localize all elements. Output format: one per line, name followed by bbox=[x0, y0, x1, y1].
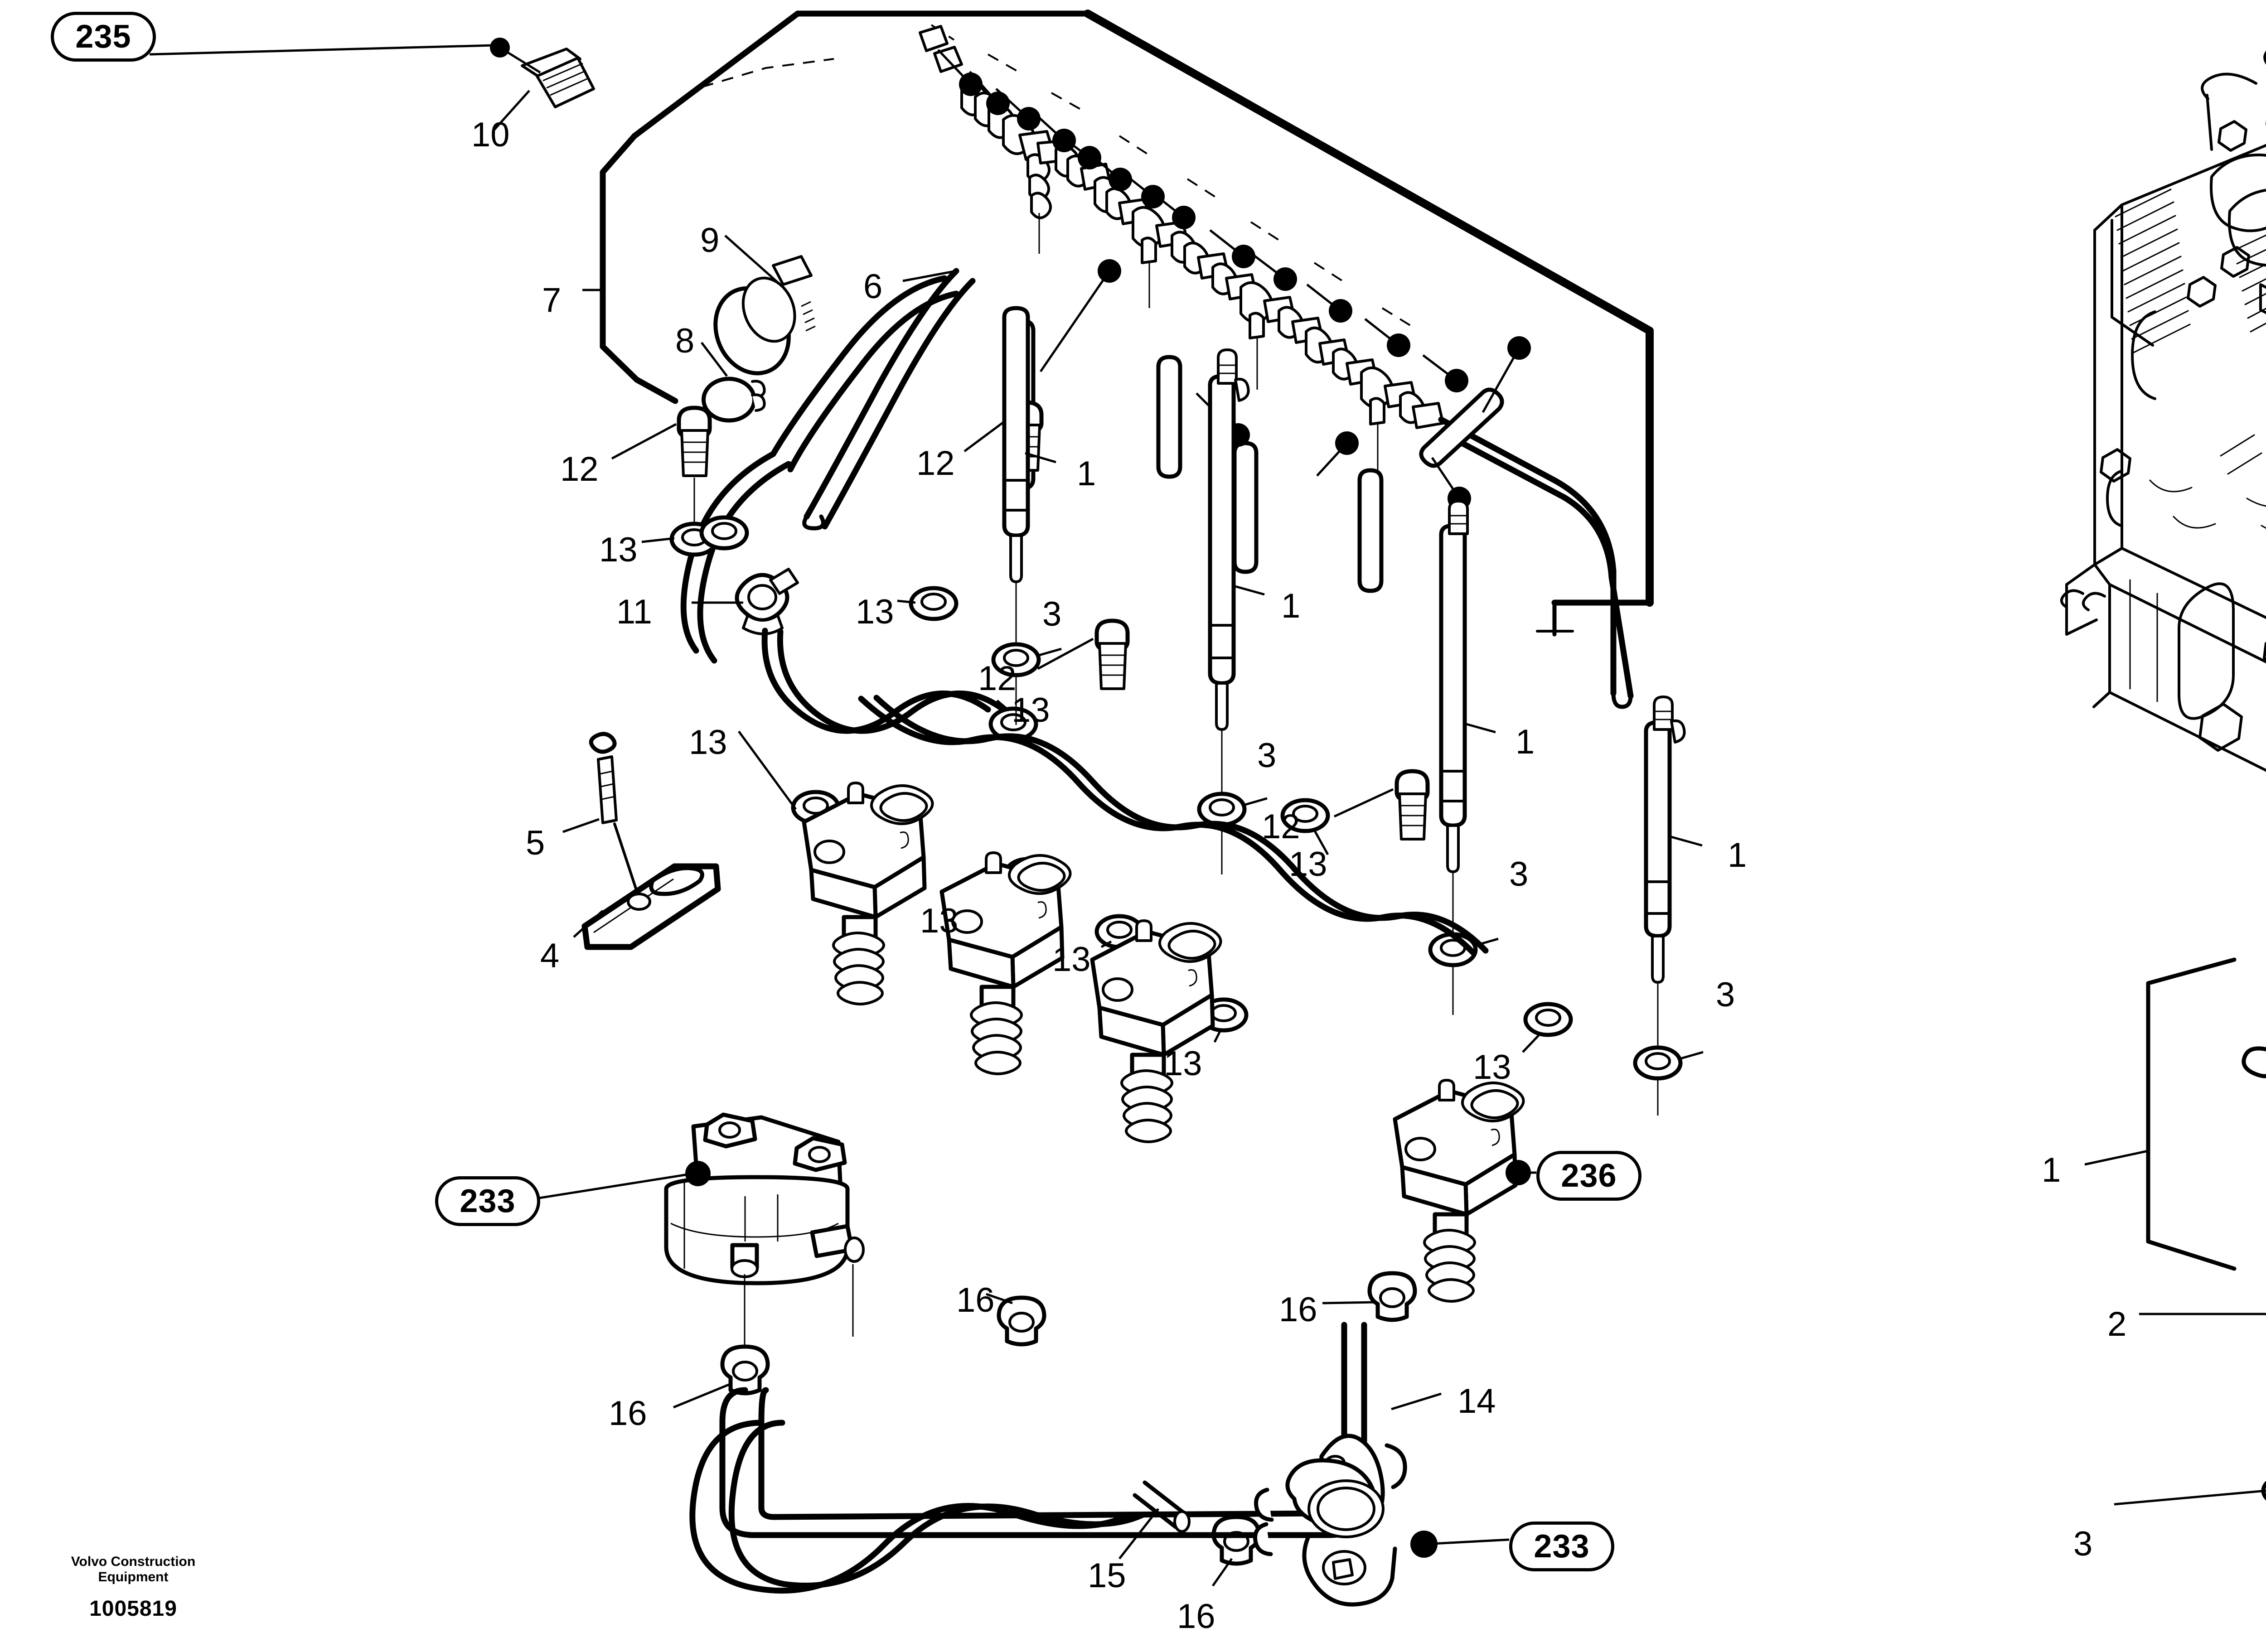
item-label-7: 7 bbox=[542, 281, 562, 319]
engine-illustration bbox=[2060, 51, 2266, 772]
detail-label-3: 3 bbox=[2073, 1525, 2093, 1563]
callout-233-pump-label: 233 bbox=[1534, 1528, 1590, 1565]
fuel-feed-pipe bbox=[858, 695, 1489, 956]
detail-label-2: 2 bbox=[2107, 1305, 2127, 1343]
item-label-1-b: 1 bbox=[1281, 587, 1301, 625]
item-label-13-h: 13 bbox=[1164, 1044, 1202, 1083]
item-label-13-d: 13 bbox=[1289, 845, 1327, 884]
callout-233-pump[interactable]: 233 bbox=[1509, 1522, 1614, 1571]
brand-line-1: Volvo Construction bbox=[71, 1554, 196, 1569]
item-label-13-b: 13 bbox=[856, 593, 894, 631]
hose-clamp-16-c bbox=[1322, 1271, 1417, 1322]
clamp-4-bolt-5 bbox=[562, 732, 721, 950]
item-label-13-e: 13 bbox=[689, 723, 727, 762]
banjo-fitting-11 bbox=[692, 568, 1007, 734]
item-label-11: 11 bbox=[616, 593, 652, 631]
injector-1-b bbox=[1208, 348, 1265, 793]
injector-1-a bbox=[1002, 306, 1056, 643]
leakoff-bracket-outline bbox=[582, 10, 1654, 637]
item-label-3-c: 3 bbox=[1509, 855, 1529, 894]
item-label-16-b: 16 bbox=[1279, 1290, 1317, 1329]
injection-pump-a bbox=[802, 782, 934, 1005]
callout-236-label: 236 bbox=[1561, 1158, 1617, 1194]
washer-3-b bbox=[1197, 792, 1268, 874]
item-label-13-a: 13 bbox=[599, 531, 638, 569]
fuel-filter-head-233 bbox=[539, 1112, 865, 1355]
item-label-13-c: 13 bbox=[1012, 691, 1050, 729]
item-label-6: 6 bbox=[863, 267, 883, 306]
injection-pump-b bbox=[939, 851, 1072, 1075]
banjo-bolt-12-a bbox=[611, 406, 712, 530]
item-label-13-g: 13 bbox=[1052, 940, 1091, 979]
hose-clamp-16-b bbox=[986, 1293, 1046, 1347]
item-label-16-c: 16 bbox=[609, 1394, 647, 1433]
washer-3-a bbox=[991, 642, 1062, 725]
callout-236[interactable]: 236 bbox=[1536, 1151, 1641, 1201]
washer-3-d bbox=[1633, 1045, 1704, 1116]
item-label-1-a: 1 bbox=[1077, 454, 1096, 493]
item-label-5: 5 bbox=[526, 824, 545, 862]
fuel-hose-15 bbox=[689, 1420, 1159, 1594]
item-label-14: 14 bbox=[1457, 1382, 1496, 1420]
hose-clamp-16-d bbox=[1211, 1515, 1261, 1587]
injection-pump-c bbox=[1090, 919, 1222, 1143]
item-label-9: 9 bbox=[700, 221, 720, 260]
clamp-8 bbox=[701, 342, 766, 423]
item-label-13-f: 13 bbox=[920, 902, 959, 940]
hose-clamp-16-a bbox=[673, 1344, 770, 1409]
callout-235-label: 235 bbox=[75, 19, 131, 55]
item-label-12-d: 12 bbox=[1262, 807, 1300, 846]
injector-detail-exploded bbox=[2084, 957, 2266, 1506]
banjo-bolt-12-d bbox=[1333, 769, 1430, 840]
injector-1-c bbox=[1439, 500, 1496, 933]
item-label-16-a: 16 bbox=[956, 1281, 995, 1319]
washer-13-b bbox=[897, 586, 959, 621]
item-label-16-d: 16 bbox=[1177, 1597, 1215, 1636]
detail-label-1: 1 bbox=[2042, 1151, 2061, 1189]
item-label-12-b: 12 bbox=[916, 444, 955, 483]
item-label-3-a: 3 bbox=[1042, 595, 1062, 633]
item-label-3-d: 3 bbox=[1716, 976, 1735, 1014]
banjo-bolt-12-c bbox=[1037, 618, 1130, 690]
item-label-12-c: 12 bbox=[978, 659, 1017, 698]
brand-line-2: Equipment bbox=[98, 1569, 169, 1584]
callout-235[interactable]: 235 bbox=[51, 12, 156, 62]
callout-233-filter-label: 233 bbox=[460, 1183, 516, 1219]
drawing-number: 1005819 bbox=[89, 1597, 177, 1621]
injection-pump-d bbox=[1393, 1079, 1536, 1303]
item-label-4: 4 bbox=[540, 937, 560, 975]
injector-1-d bbox=[1644, 696, 1703, 1047]
item-label-1-c: 1 bbox=[1516, 723, 1535, 761]
item-label-15: 15 bbox=[1088, 1556, 1126, 1595]
hose-clamp-9 bbox=[713, 235, 816, 376]
item-label-12-a: 12 bbox=[560, 450, 599, 488]
fuel-feed-pump-233 bbox=[1133, 1434, 1510, 1607]
item-label-10: 10 bbox=[471, 116, 510, 154]
item-label-3-b: 3 bbox=[1257, 736, 1277, 775]
item-label-13-i: 13 bbox=[1473, 1048, 1511, 1087]
footer: Volvo Construction Equipment 1005819 bbox=[15, 1554, 251, 1621]
leakoff-line-assembly bbox=[919, 25, 1634, 709]
item-label-1-d: 1 bbox=[1728, 836, 1747, 874]
callout-233-filter[interactable]: 233 bbox=[435, 1176, 540, 1226]
plug-screw-10 bbox=[149, 38, 595, 131]
item-label-8: 8 bbox=[675, 322, 695, 360]
